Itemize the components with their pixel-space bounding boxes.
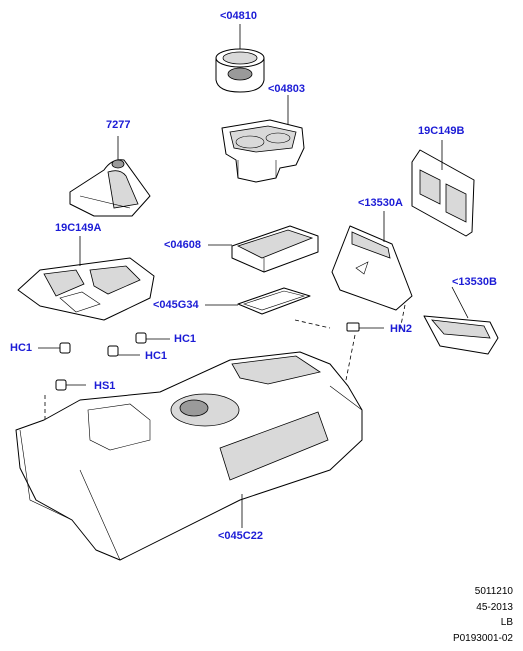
reference-code-4: P0193001-02 xyxy=(452,632,513,644)
callout-7277: 7277 xyxy=(106,119,131,131)
cup-holder-insert-drawing xyxy=(215,24,265,93)
bin-mat-drawing xyxy=(205,287,311,315)
callout-hs1: HS1 xyxy=(94,380,116,392)
callout-045G34: <045G34 xyxy=(153,299,199,311)
callout-04803: <04803 xyxy=(268,83,306,95)
shift-boot-drawing xyxy=(69,136,151,217)
callout-19C149A: 19C149A xyxy=(55,222,102,234)
floor-console-drawing xyxy=(15,351,363,561)
callout-hn2: HN2 xyxy=(390,323,413,335)
reference-code-1: 5011210 xyxy=(474,586,513,597)
reference-code-3: LB xyxy=(500,617,513,628)
callout-04810: <04810 xyxy=(220,10,258,22)
side-panel-a-drawing xyxy=(331,211,413,311)
reference-code-2: 45-2013 xyxy=(476,601,513,613)
shifter-bezel-drawing xyxy=(17,236,155,321)
callout-13530B: <13530B xyxy=(452,276,497,288)
reference-codes: 5011210 45-2013 LB P0193001-02 xyxy=(393,584,513,646)
callout-hc1-left: HC1 xyxy=(10,342,33,354)
cup-holder-tray-drawing xyxy=(221,95,305,183)
callout-13530A: <13530A xyxy=(358,197,403,209)
clips-drawing xyxy=(38,322,384,391)
storage-bin-drawing xyxy=(208,225,319,273)
door-tray-drawing xyxy=(423,286,499,355)
callout-hc1-right-top: HC1 xyxy=(174,333,197,345)
callout-hc1-right-bottom: HC1 xyxy=(145,350,168,362)
side-panel-b-drawing xyxy=(411,140,475,237)
callout-04608: <04608 xyxy=(164,239,202,251)
callout-19C149B: 19C149B xyxy=(418,125,465,137)
callout-045C22: <045C22 xyxy=(218,530,263,542)
